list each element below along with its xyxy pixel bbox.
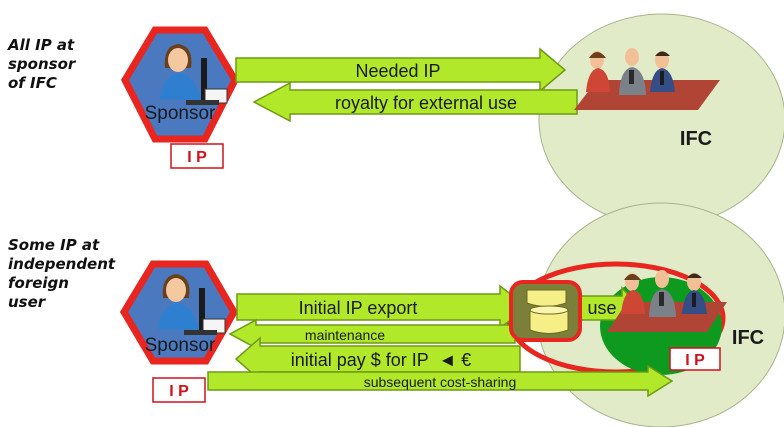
caption-top-line: All IP at <box>8 36 75 54</box>
ip-badge-ifc-label: I P <box>685 352 705 369</box>
arrow-maintenance-label: maintenance <box>305 327 385 343</box>
ifc-circle-top <box>538 13 784 227</box>
arrow-initial-export-label: Initial IP export <box>299 298 418 318</box>
caption-top: All IP at sponsor of IFC <box>8 36 75 93</box>
caption-bottom-line: user <box>8 293 46 311</box>
caption-bottom-line: Some IP at <box>8 236 100 254</box>
ifc-label-top: IFC <box>680 128 712 150</box>
arrow-needed-ip-label: Needed IP <box>355 61 440 81</box>
caption-bottom-line: foreign <box>8 274 69 292</box>
ip-badge-sponsor-label: I P <box>169 383 189 400</box>
meeting-people-icon <box>574 48 720 110</box>
sponsor-label-bottom: Sponsor <box>145 335 216 356</box>
caption-bottom: Some IP at independent foreign user <box>8 236 115 312</box>
ip-badge-sponsor-bottom <box>152 377 206 403</box>
arrow-cost-sharing-label: subsequent cost-sharing <box>364 374 517 390</box>
arrow-royalty <box>252 81 578 123</box>
caption-top-line: of IFC <box>8 74 57 92</box>
ifc-label-bottom: IFC <box>732 327 764 349</box>
person-at-computer-icon <box>160 44 228 105</box>
meeting-people-icon <box>607 270 727 332</box>
person-at-computer-icon <box>158 274 226 335</box>
database-icon <box>526 289 569 334</box>
arrow-maintenance <box>228 318 516 350</box>
arrow-initial-pay-label: initial pay $ for IP ◄ € <box>291 350 472 370</box>
ip-badge-ifc-bottom <box>669 347 721 371</box>
arrow-needed-ip <box>235 47 567 93</box>
arrow-cost-sharing <box>207 364 674 398</box>
caption-bottom-line: independent <box>8 255 116 273</box>
ip-badge-top-label: I P <box>187 149 207 166</box>
caption-top-line: sponsor <box>8 55 76 73</box>
arrow-royalty-label: royalty for external use <box>335 93 517 113</box>
ip-badge-top <box>170 143 224 169</box>
use-label: use <box>587 298 616 318</box>
sponsor-label-top: Sponsor <box>145 103 216 124</box>
